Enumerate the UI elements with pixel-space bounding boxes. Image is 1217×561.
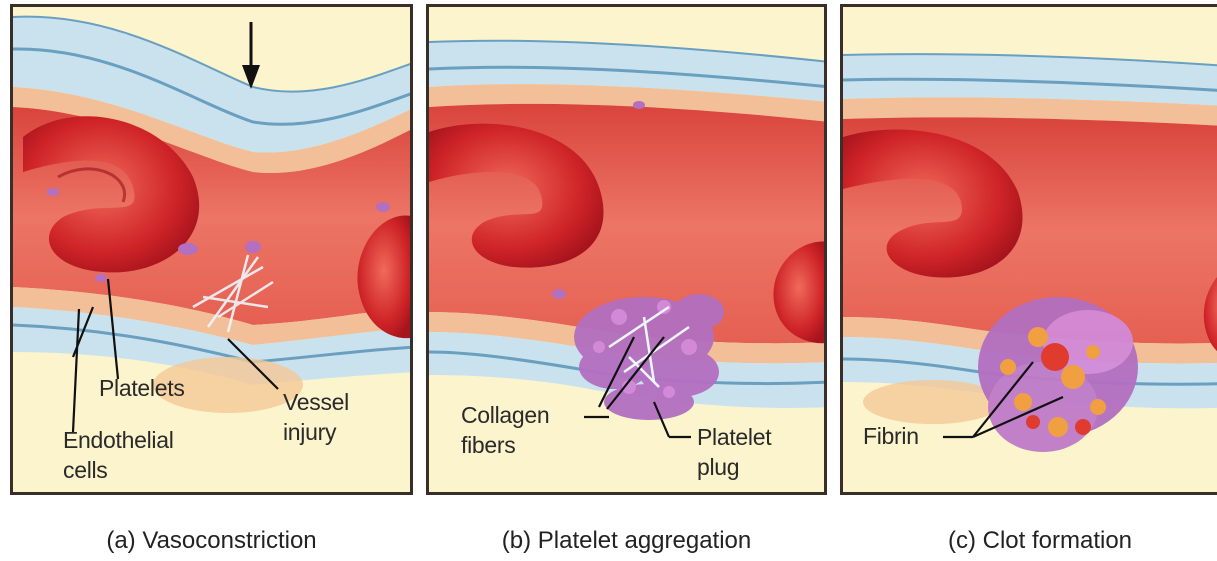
label-platelet-plug: Platelet plug <box>697 422 771 482</box>
panel-clot-formation: Fibrin <box>840 4 1217 495</box>
caption-platelet-aggregation: (b) Platelet aggregation <box>426 527 827 555</box>
label-platelets: Platelets <box>99 373 185 403</box>
panel-vasoconstriction: Platelets Endothelial cells Vessel injur… <box>10 4 413 495</box>
vasoconstriction-illustration <box>13 7 413 495</box>
label-collagen-fibers: Collagen fibers <box>461 400 549 460</box>
caption-vasoconstriction: (a) Vasoconstriction <box>10 527 413 555</box>
label-fibrin: Fibrin <box>863 421 919 451</box>
caption-clot-formation: (c) Clot formation <box>840 527 1217 555</box>
label-vessel-injury: Vessel injury <box>283 387 349 447</box>
label-endothelial-cells: Endothelial cells <box>63 425 174 485</box>
panel-platelet-aggregation: Collagen fibers Platelet plug <box>426 4 827 495</box>
